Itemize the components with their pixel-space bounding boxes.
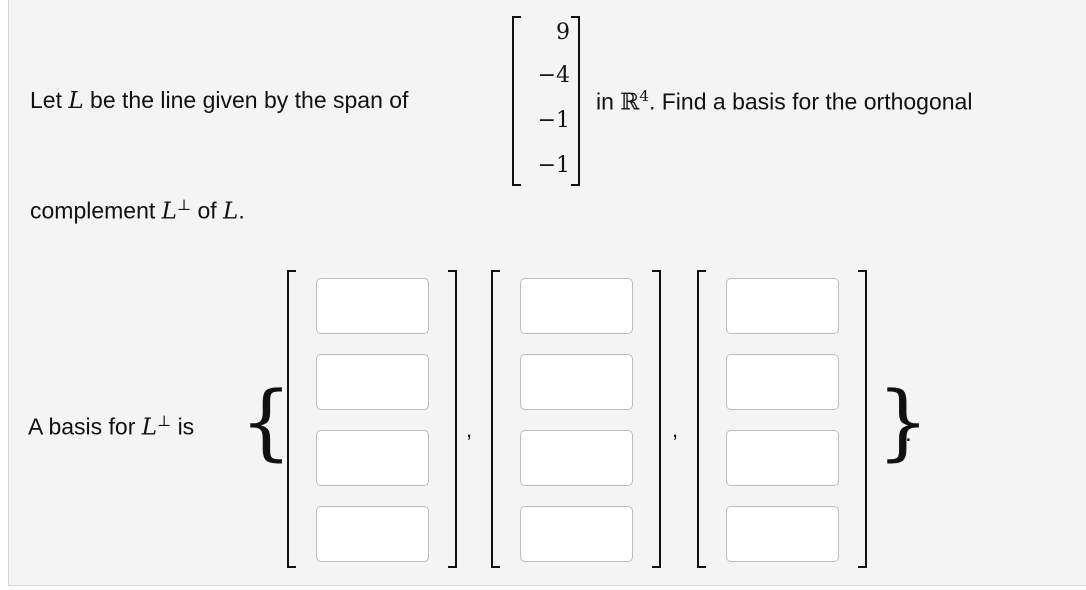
question-line-1-lead: Let L be the line given by the span of bbox=[30, 87, 408, 114]
basis-vector-3-entry-2[interactable] bbox=[726, 354, 839, 410]
text-span-of: be the line given by the span of bbox=[90, 87, 409, 113]
question-line-1-tail: in ℝ4. Find a basis for the orthogonal bbox=[596, 87, 972, 116]
text-complement: complement bbox=[30, 197, 156, 224]
text-let: Let bbox=[30, 87, 62, 113]
basis-vector-2-entry-3[interactable] bbox=[520, 430, 633, 486]
right-bracket bbox=[858, 270, 867, 568]
text-a-basis-for: A basis for bbox=[28, 413, 136, 440]
question-line-2: complement L⊥ of L. bbox=[30, 196, 245, 225]
var-L-perp-base: L bbox=[161, 198, 177, 225]
close-brace: } bbox=[877, 375, 930, 470]
basis-vector-3-entry-4[interactable] bbox=[726, 506, 839, 562]
span-vector-entry-2: −4 bbox=[537, 63, 570, 88]
span-vector-entry-4: −1 bbox=[537, 153, 570, 178]
basis-vector-1-entry-1[interactable] bbox=[316, 278, 429, 334]
text-find-basis: . Find a basis for the orthogonal bbox=[648, 88, 973, 115]
perp-symbol: ⊥ bbox=[176, 196, 192, 214]
basis-vector-1 bbox=[287, 270, 457, 568]
span-vector-entry-3: −1 bbox=[537, 108, 570, 133]
basis-vector-3 bbox=[697, 270, 867, 568]
var-L: L bbox=[68, 88, 84, 114]
right-bracket bbox=[571, 16, 580, 186]
answer-perp-symbol: ⊥ bbox=[157, 412, 172, 430]
span-vector-entry-1: 9 bbox=[556, 20, 570, 45]
basis-vector-2-entry-2[interactable] bbox=[520, 354, 633, 410]
basis-vector-1-entry-2[interactable] bbox=[316, 354, 429, 410]
basis-vector-2 bbox=[491, 270, 661, 568]
left-bracket bbox=[491, 270, 500, 568]
basis-vector-2-entry-4[interactable] bbox=[520, 506, 633, 562]
text-period: . bbox=[238, 197, 245, 224]
text-is: is bbox=[177, 413, 195, 440]
text-of: of bbox=[197, 197, 217, 224]
end-period: . bbox=[905, 420, 912, 447]
basis-vector-2-entry-1[interactable] bbox=[520, 278, 633, 334]
separator-comma-2: , bbox=[672, 417, 679, 442]
real-numbers-symbol: ℝ bbox=[620, 89, 640, 116]
span-vector: 9 −4 −1 −1 bbox=[512, 16, 580, 186]
open-brace: { bbox=[240, 375, 293, 470]
left-bracket bbox=[697, 270, 706, 568]
answer-var-L: L bbox=[141, 414, 158, 441]
right-bracket bbox=[652, 270, 661, 568]
basis-vector-3-entry-3[interactable] bbox=[726, 430, 839, 486]
space-dimension: 4 bbox=[639, 87, 649, 105]
basis-vector-1-entry-3[interactable] bbox=[316, 430, 429, 486]
separator-comma-1: , bbox=[466, 417, 473, 442]
basis-vector-1-entry-4[interactable] bbox=[316, 506, 429, 562]
left-bracket bbox=[512, 16, 521, 186]
var-L-2: L bbox=[223, 198, 239, 225]
right-bracket bbox=[448, 270, 457, 568]
text-in: in bbox=[596, 88, 614, 115]
answer-label: A basis for L⊥ is bbox=[28, 412, 194, 441]
left-bracket bbox=[287, 270, 296, 568]
basis-vector-3-entry-1[interactable] bbox=[726, 278, 839, 334]
